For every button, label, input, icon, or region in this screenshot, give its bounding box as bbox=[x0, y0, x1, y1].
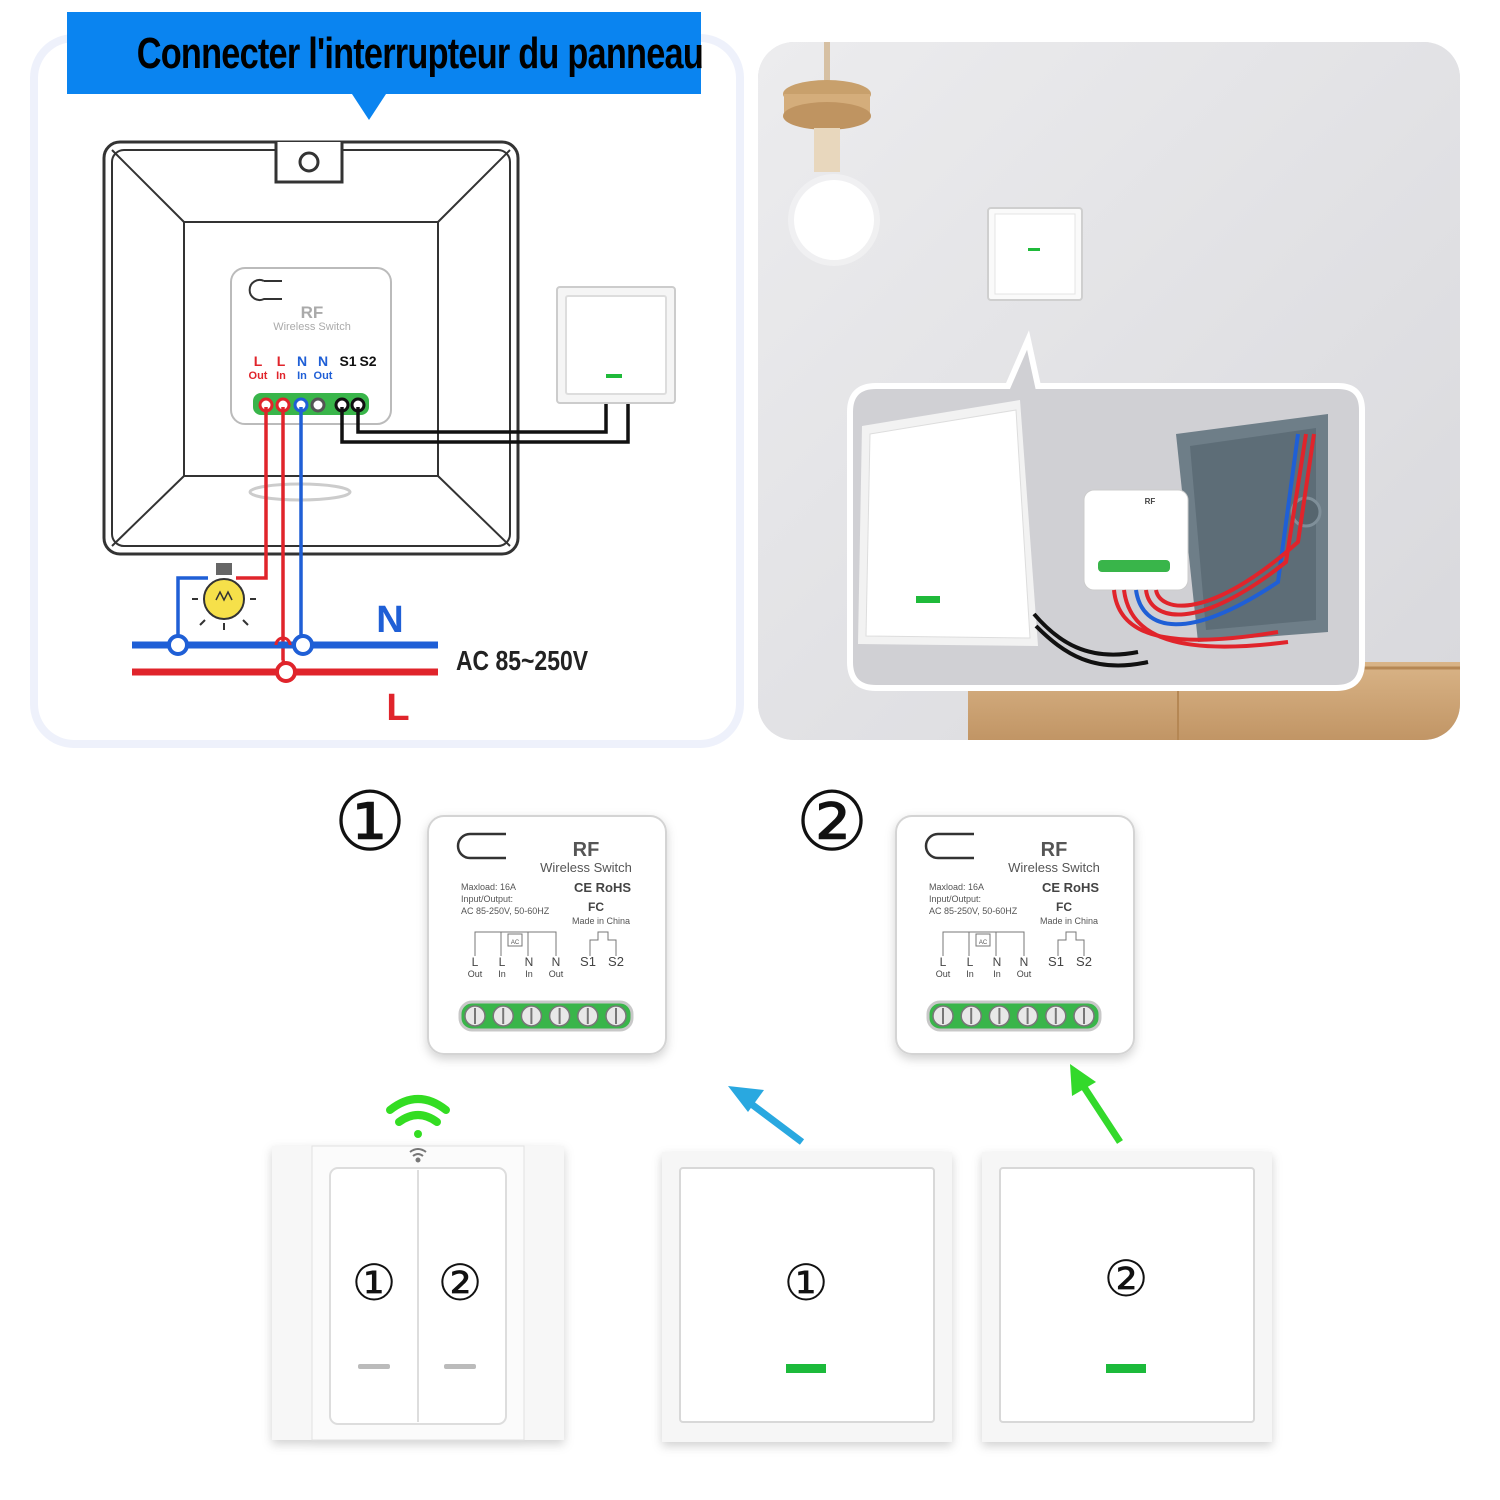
module-terminal-top: S2 bbox=[1076, 954, 1092, 969]
pendant-lamp bbox=[783, 42, 880, 266]
module-terminal-top: N bbox=[993, 955, 1002, 969]
lightbulb-icon bbox=[192, 563, 256, 630]
single-remote-2-label: ② bbox=[1104, 1251, 1149, 1307]
wall-switch-photo bbox=[987, 207, 1083, 301]
module-subtitle: Wireless Switch bbox=[273, 321, 351, 333]
module-terminal-bottom: In bbox=[966, 969, 974, 979]
module-brand: RF bbox=[1041, 839, 1068, 861]
module-ac-label: AC bbox=[511, 940, 520, 946]
wires bbox=[176, 398, 630, 673]
module-brand: RF bbox=[573, 839, 600, 861]
module-brand: RF bbox=[301, 303, 324, 322]
single-remote-2 bbox=[982, 1152, 1272, 1442]
switch-led bbox=[606, 374, 622, 378]
module-maxload: Maxload: 16A bbox=[929, 882, 984, 892]
module-terminal-top: N bbox=[525, 955, 534, 969]
module-terminal-bottom: Out bbox=[936, 969, 951, 979]
module-2-number: ② bbox=[795, 777, 869, 868]
terminal-label-top: L bbox=[254, 353, 263, 369]
module-cert-fc: FC bbox=[588, 900, 604, 914]
module-terminal-top: L bbox=[940, 955, 947, 969]
switch-closeup bbox=[858, 400, 1038, 646]
module-terminal-top: N bbox=[552, 955, 561, 969]
terminal-label-bottom: In bbox=[276, 370, 286, 382]
single-remote-1 bbox=[662, 1152, 952, 1442]
arrow-green bbox=[1070, 1064, 1123, 1144]
title-pointer bbox=[352, 94, 386, 120]
module-terminal-top: S2 bbox=[608, 954, 624, 969]
module-terminal-top: L bbox=[472, 955, 479, 969]
module-io-value: AC 85-250V, 50-60HZ bbox=[929, 906, 1018, 916]
module-terminal-bottom: Out bbox=[1017, 969, 1032, 979]
module-1-number: ① bbox=[333, 777, 407, 868]
module-origin: Made in China bbox=[572, 916, 630, 926]
module-cert-ce: CE RoHS bbox=[1042, 880, 1099, 895]
module-io-label: Input/Output: bbox=[929, 894, 981, 904]
terminal-label-top: N bbox=[318, 353, 328, 369]
module-origin: Made in China bbox=[1040, 916, 1098, 926]
page-title: Connecter l'interrupteur du panneau bbox=[136, 29, 704, 78]
module-terminal-bottom: In bbox=[993, 969, 1001, 979]
single-remote-1-label: ① bbox=[784, 1255, 829, 1311]
module-subtitle: Wireless Switch bbox=[540, 860, 632, 875]
module-terminal-top: L bbox=[499, 955, 506, 969]
svg-text:RF: RF bbox=[1145, 497, 1156, 506]
module-terminal-top: S1 bbox=[580, 954, 596, 969]
wires-closeup bbox=[1032, 433, 1316, 668]
remote-button-2-label: ② bbox=[438, 1255, 483, 1311]
module-maxload: Maxload: 16A bbox=[461, 882, 516, 892]
terminal-label-bottom: Out bbox=[314, 370, 333, 382]
module-io-label: Input/Output: bbox=[461, 894, 513, 904]
terminal-label-top: S2 bbox=[359, 353, 376, 369]
double-gang-remote bbox=[272, 1145, 564, 1441]
module-closeup: RF bbox=[1083, 489, 1189, 591]
module-ac-label: AC bbox=[979, 940, 988, 946]
terminal-label-top: S1 bbox=[339, 353, 356, 369]
remote-button-1-label: ① bbox=[352, 1255, 397, 1311]
terminal-label-top: N bbox=[297, 353, 307, 369]
module-terminal-bottom: Out bbox=[549, 969, 564, 979]
module-terminal-top: L bbox=[967, 955, 974, 969]
arrow-blue bbox=[728, 1086, 805, 1145]
installation-photo: RF bbox=[758, 42, 1460, 740]
module-terminal-top: S1 bbox=[1048, 954, 1064, 969]
neutral-label: N bbox=[376, 599, 403, 641]
module-terminal-bottom: In bbox=[525, 969, 533, 979]
title-banner bbox=[67, 12, 701, 94]
terminal-label-top: L bbox=[277, 353, 286, 369]
wall-switch-diagram bbox=[556, 286, 676, 404]
module-io-value: AC 85-250V, 50-60HZ bbox=[461, 906, 550, 916]
module-terminal-bottom: In bbox=[498, 969, 506, 979]
live-label: L bbox=[386, 687, 409, 729]
installation-scene: RF bbox=[758, 42, 1460, 740]
module-cert-ce: CE RoHS bbox=[574, 880, 631, 895]
module-subtitle: Wireless Switch bbox=[1008, 860, 1100, 875]
module-cert-fc: FC bbox=[1056, 900, 1072, 914]
terminal-label-bottom: Out bbox=[249, 370, 268, 382]
wifi-icon bbox=[386, 1095, 450, 1138]
terminal-label-bottom: In bbox=[297, 370, 307, 382]
junction-box bbox=[1176, 414, 1328, 642]
voltage-label: AC 85~250V bbox=[456, 646, 588, 677]
module-terminal-bottom: Out bbox=[468, 969, 483, 979]
terminal-screw bbox=[310, 397, 326, 413]
small-wifi-icon bbox=[409, 1148, 427, 1163]
module-terminal-top: N bbox=[1020, 955, 1029, 969]
